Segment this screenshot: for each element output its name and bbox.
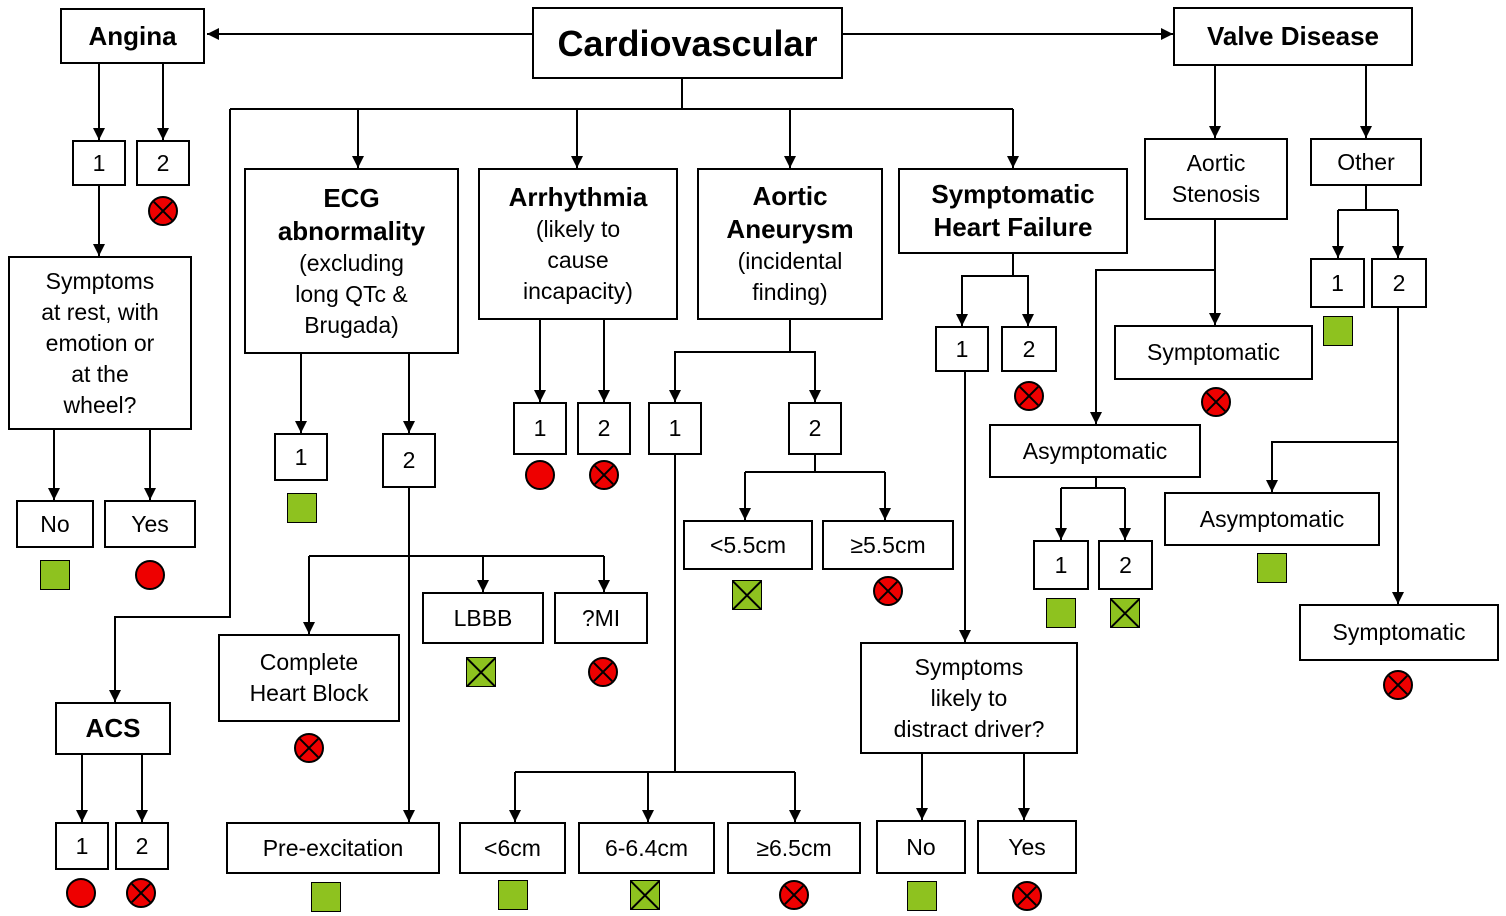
red-crossed-circle-icon (589, 460, 619, 490)
other-group-2: 2 (1371, 258, 1427, 308)
ecg-complete-heart-block: Complete Heart Block (218, 634, 400, 722)
hf-no: No (876, 820, 966, 874)
aneurysm-ge-6-5cm: ≥6.5cm (727, 822, 861, 874)
node-aortic-aneurysm: Aortic Aneurysm (incidental finding) (697, 168, 883, 320)
red-crossed-circle-icon (294, 733, 324, 763)
red-crossed-circle-icon (1201, 387, 1231, 417)
aneurysm-lt-6cm: <6cm (459, 822, 566, 874)
red-crossed-circle-icon (148, 196, 178, 226)
green-square-icon (1323, 316, 1353, 346)
red-crossed-circle-icon (1014, 381, 1044, 411)
angina-yes: Yes (104, 500, 196, 548)
node-acs: ACS (55, 702, 171, 755)
ecg-lbbb: LBBB (422, 592, 544, 644)
red-crossed-circle-icon (588, 657, 618, 687)
node-valve-disease: Valve Disease (1173, 7, 1413, 66)
red-crossed-circle-icon (1012, 881, 1042, 911)
ecg-subtitle: (excluding long QTc & Brugada) (295, 249, 408, 338)
as-asymptomatic: Asymptomatic (989, 424, 1201, 478)
red-circle-icon (135, 560, 165, 590)
as-symptomatic: Symptomatic (1114, 325, 1313, 380)
angina-group-1: 1 (72, 140, 126, 186)
acs-group-1: 1 (55, 822, 109, 870)
red-circle-icon (66, 878, 96, 908)
green-square-icon (40, 560, 70, 590)
other-symptomatic: Symptomatic (1299, 604, 1499, 661)
as-group-2: 2 (1098, 540, 1153, 590)
hf-question: Symptoms likely to distract driver? (860, 642, 1078, 754)
aneurysm-title: Aortic Aneurysm (726, 181, 854, 244)
acs-group-2: 2 (115, 822, 169, 870)
ecg-group-1: 1 (274, 433, 328, 481)
hf-yes: Yes (977, 820, 1077, 874)
as-group-1: 1 (1033, 540, 1089, 590)
other-group-1: 1 (1310, 258, 1365, 308)
node-ecg-abnormality: ECG abnormality (excluding long QTc & Br… (244, 168, 459, 354)
hf-group-1: 1 (935, 326, 989, 372)
node-symptomatic-heart-failure: Symptomatic Heart Failure (898, 168, 1128, 254)
angina-question: Symptoms at rest, with emotion or at the… (8, 256, 192, 430)
ecg-group-2: 2 (382, 433, 436, 488)
aneurysm-group-2: 2 (788, 402, 842, 455)
hf-group-2: 2 (1001, 326, 1057, 372)
other-asymptomatic: Asymptomatic (1164, 492, 1380, 546)
aneurysm-lt-5-5cm: <5.5cm (683, 520, 813, 570)
ecg-query-mi: ?MI (554, 592, 648, 644)
heart-failure-title: Symptomatic Heart Failure (931, 179, 1095, 242)
green-square-icon (498, 880, 528, 910)
green-square-icon (1046, 598, 1076, 628)
valve-other: Other (1310, 138, 1422, 186)
green-crossed-square-icon (630, 880, 660, 910)
green-square-icon (287, 493, 317, 523)
angina-group-2: 2 (136, 140, 190, 186)
aneurysm-6-6-4cm: 6-6.4cm (578, 822, 715, 874)
node-arrhythmia: Arrhythmia (likely to cause incapacity) (478, 168, 678, 320)
ecg-pre-excitation: Pre-excitation (226, 822, 440, 874)
valve-aortic-stenosis: Aortic Stenosis (1144, 138, 1288, 220)
aneurysm-ge-5-5cm: ≥5.5cm (822, 520, 954, 570)
green-square-icon (1257, 553, 1287, 583)
red-crossed-circle-icon (1383, 670, 1413, 700)
red-circle-icon (525, 460, 555, 490)
green-square-icon (311, 882, 341, 912)
green-crossed-square-icon (466, 657, 496, 687)
red-crossed-circle-icon (126, 878, 156, 908)
green-crossed-square-icon (1110, 598, 1140, 628)
aneurysm-subtitle: (incidental finding) (737, 248, 843, 305)
red-crossed-circle-icon (873, 576, 903, 606)
angina-no: No (16, 500, 94, 548)
aneurysm-group-1: 1 (648, 402, 702, 455)
arrhythmia-title: Arrhythmia (508, 182, 648, 212)
arrhythmia-subtitle: (likely to cause incapacity) (523, 216, 633, 304)
green-square-icon (907, 881, 937, 911)
arrhythmia-group-1: 1 (513, 402, 567, 455)
node-angina: Angina (60, 8, 205, 64)
node-cardiovascular: Cardiovascular (532, 7, 843, 79)
ecg-title: ECG abnormality (277, 182, 426, 246)
red-crossed-circle-icon (779, 880, 809, 910)
arrhythmia-group-2: 2 (577, 402, 631, 455)
green-crossed-square-icon (732, 580, 762, 610)
